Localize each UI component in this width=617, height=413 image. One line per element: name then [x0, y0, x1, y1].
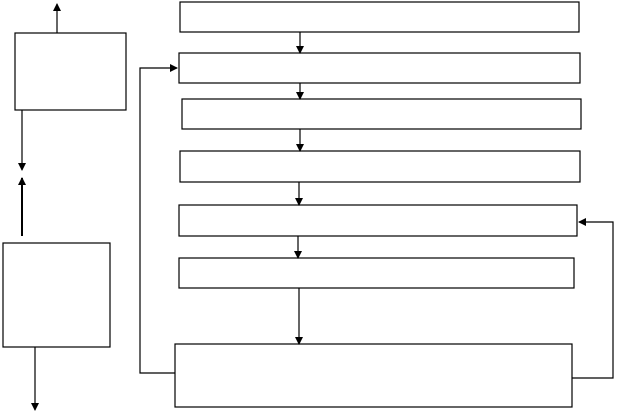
step-7-box [174, 343, 573, 408]
step-7-to-step-2-loop-arrow [139, 64, 178, 374]
step-1-box [179, 1, 580, 33]
step-3-box [181, 98, 582, 130]
step-4-box [179, 150, 581, 183]
step-2-box [178, 52, 581, 84]
step-6-box [178, 257, 575, 289]
step-5-box [178, 204, 578, 237]
step-7-to-step-5-loop-arrow [572, 218, 614, 379]
left-top-box [14, 32, 127, 111]
left-bottom-box [2, 242, 111, 348]
